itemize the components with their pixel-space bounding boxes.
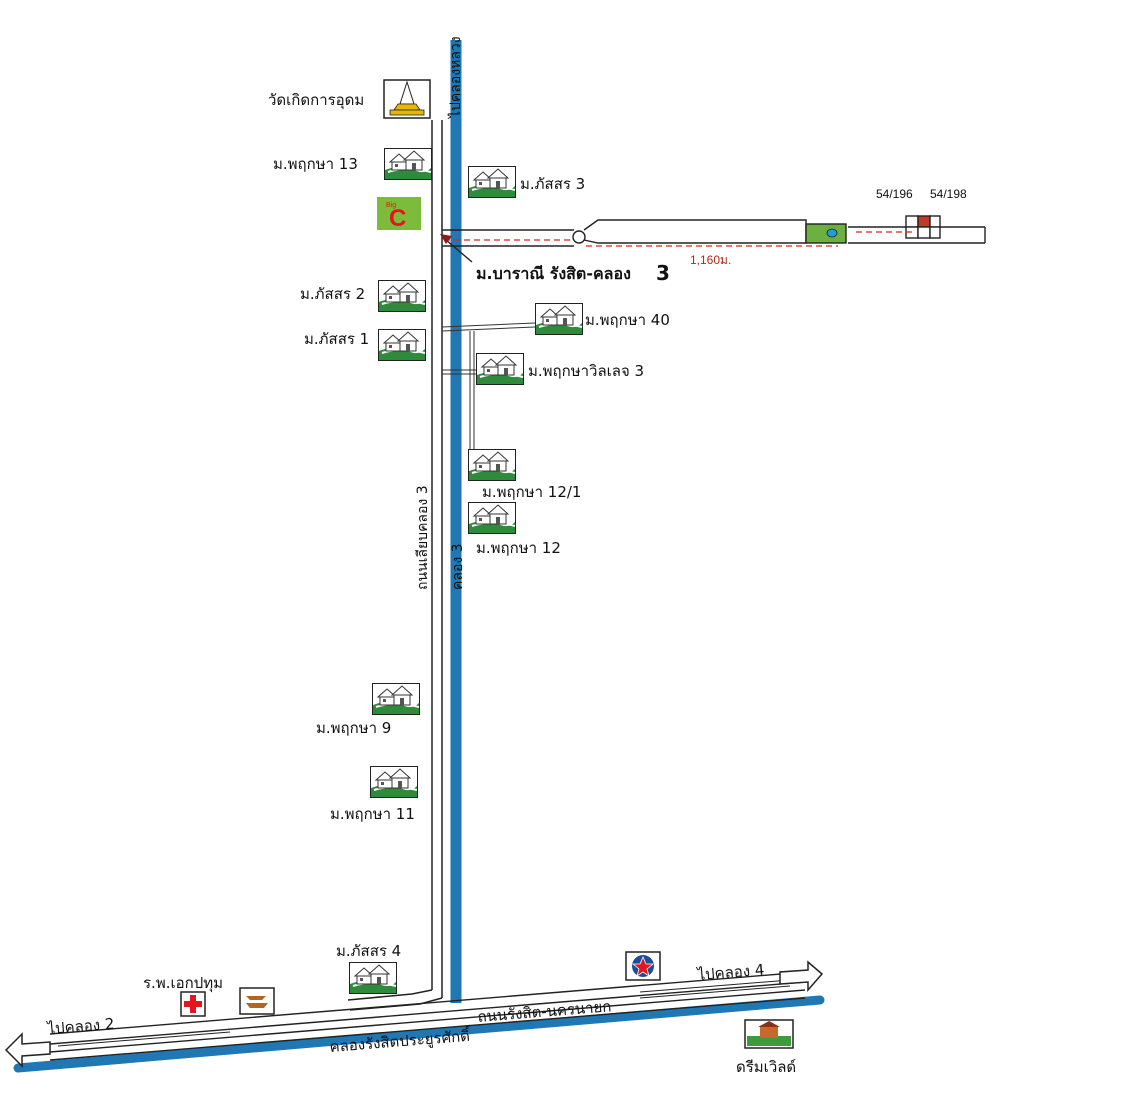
- village-pruksa9-icon: [372, 683, 420, 715]
- label-passorn1: ม.ภัสสร 1: [304, 330, 369, 348]
- hospital-logo-icon: [239, 987, 275, 1015]
- rangsit-nakhonnayok-road: [49, 971, 806, 1061]
- label-dreamworld: ดรีมเวิลด์: [736, 1058, 796, 1076]
- hospital-cross-icon: [180, 991, 206, 1017]
- village-pruksa11-icon: [370, 766, 418, 798]
- village-pruksavillage3-icon: [476, 353, 524, 385]
- village-pruksa12-1-icon: [468, 449, 516, 481]
- label-canal-3: คลอง 3: [450, 543, 466, 590]
- label-pruksa40: ม.พฤกษา 40: [585, 311, 670, 329]
- label-wat: วัดเกิดการอุดม: [268, 91, 364, 110]
- soi-pruksa-40: [441, 322, 536, 460]
- house-number-1: 54/196: [876, 187, 913, 201]
- road-to-target: [442, 215, 986, 247]
- temple-icon: [383, 79, 431, 119]
- arrow-to-canal-4: [779, 960, 824, 992]
- route-line: [444, 231, 912, 247]
- label-passorn4: ม.ภัสสร 4: [336, 942, 401, 960]
- dreamworld-icon: [744, 1019, 794, 1049]
- arrow-to-canal-2: [4, 1032, 51, 1068]
- target-label: ม.บาราณี รังสิต-คลอง 3: [476, 261, 670, 285]
- label-rangsit-prayoonsak: คลองรังสิตประยูรศักดิ์: [329, 1025, 473, 1056]
- label-to-canal-4: ไปคลอง 4: [696, 961, 765, 984]
- label-canal-road-3: ถนนเลียบคลอง 3: [415, 485, 431, 590]
- label-pruksa12: ม.พฤกษา 12: [476, 539, 561, 557]
- target-number: 3: [656, 261, 670, 285]
- label-pruksa13: ม.พฤกษา 13: [273, 155, 358, 173]
- target-name: ม.บาราณี รังสิต-คลอง: [476, 264, 631, 283]
- svg-text:C: C: [389, 205, 406, 232]
- distance-label: 1,160ม.: [690, 253, 731, 267]
- label-passorn2: ม.ภัสสร 2: [300, 285, 365, 303]
- village-pruksa12-icon: [468, 502, 516, 534]
- village-passorn3-icon: [468, 166, 516, 198]
- gas-station-star-icon: [625, 951, 661, 981]
- bigc-icon: Big C: [377, 197, 421, 232]
- village-pruksa13-icon: [384, 148, 432, 180]
- village-pruksa40-icon: [535, 303, 583, 335]
- label-to-canal-2: ไปคลอง 2: [46, 1015, 115, 1038]
- house-number-2: 54/198: [930, 187, 967, 201]
- canal-rangsit-prayoonsak: [13, 995, 825, 1073]
- svg-text:Big: Big: [386, 202, 396, 209]
- village-passorn1-icon: [378, 329, 426, 361]
- village-passorn2-icon: [378, 280, 426, 312]
- label-pruksa12-1: ม.พฤกษา 12/1: [482, 483, 581, 501]
- target-pointer: [440, 234, 473, 263]
- label-to-canal-luang: ไปคลองหลวง: [447, 36, 464, 119]
- label-passorn3: ม.ภัสสร 3: [520, 175, 585, 193]
- label-hospital: ร.พ.เอกปทุม: [143, 974, 223, 993]
- village-passorn4-icon: [349, 962, 397, 994]
- label-pruksavillage3: ม.พฤกษาวิลเลจ 3: [528, 362, 644, 380]
- label-pruksa11: ม.พฤกษา 11: [330, 805, 415, 823]
- label-pruksa9: ม.พฤกษา 9: [316, 719, 391, 737]
